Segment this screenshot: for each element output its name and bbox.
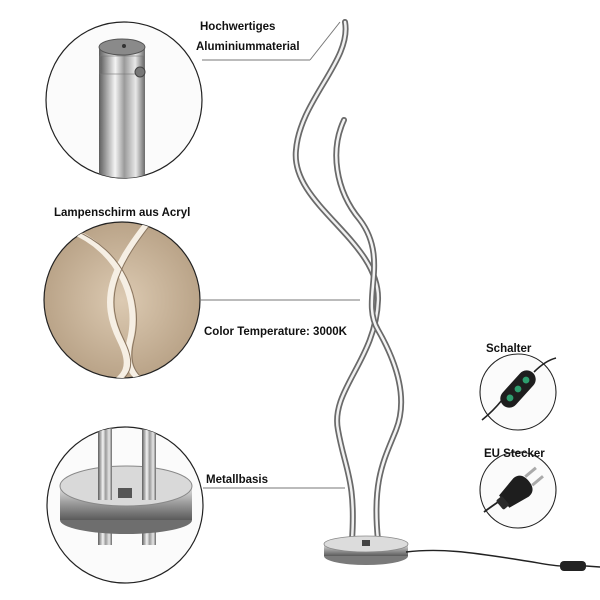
plug-detail-circle (479, 451, 557, 529)
base-label: Metallbasis (206, 474, 268, 486)
base-detail-circle (46, 426, 345, 584)
floor-lamp (292, 19, 600, 571)
material-label-line2: Aluminiummaterial (196, 41, 300, 53)
switch-detail-circle (479, 353, 557, 431)
aluminium-detail-circle (45, 21, 341, 179)
color-temperature-label: Color Temperature: 3000K (204, 326, 347, 338)
lampshade-detail-circle (43, 221, 360, 379)
plug-label: EU Stecker (484, 448, 545, 460)
lampshade-label: Lampenschirm aus Acryl (54, 207, 191, 219)
switch-label: Schalter (486, 343, 532, 355)
material-label-line1: Hochwertiges (200, 21, 276, 33)
